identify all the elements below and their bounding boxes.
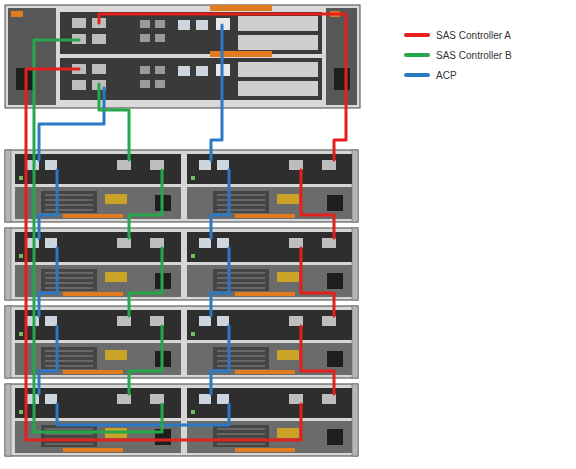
- legend-swatch: [404, 53, 430, 57]
- legend-item: SAS Controller A: [404, 25, 572, 45]
- legend-text: ACP: [436, 70, 457, 81]
- legend-swatch: [404, 33, 430, 37]
- legend-text: SAS Controller B: [436, 50, 512, 61]
- controller-chassis: [5, 5, 360, 108]
- legend: SAS Controller A SAS Controller B ACP: [404, 25, 572, 85]
- legend-text: SAS Controller A: [436, 30, 511, 41]
- legend-item: SAS Controller B: [404, 45, 572, 65]
- acp-cables: [39, 25, 229, 425]
- sas-b-cables: [34, 40, 162, 432]
- legend-item: ACP: [404, 65, 572, 85]
- disk-shelves: [5, 150, 358, 456]
- sas-a-cables: [26, 14, 346, 440]
- legend-swatch: [404, 73, 430, 77]
